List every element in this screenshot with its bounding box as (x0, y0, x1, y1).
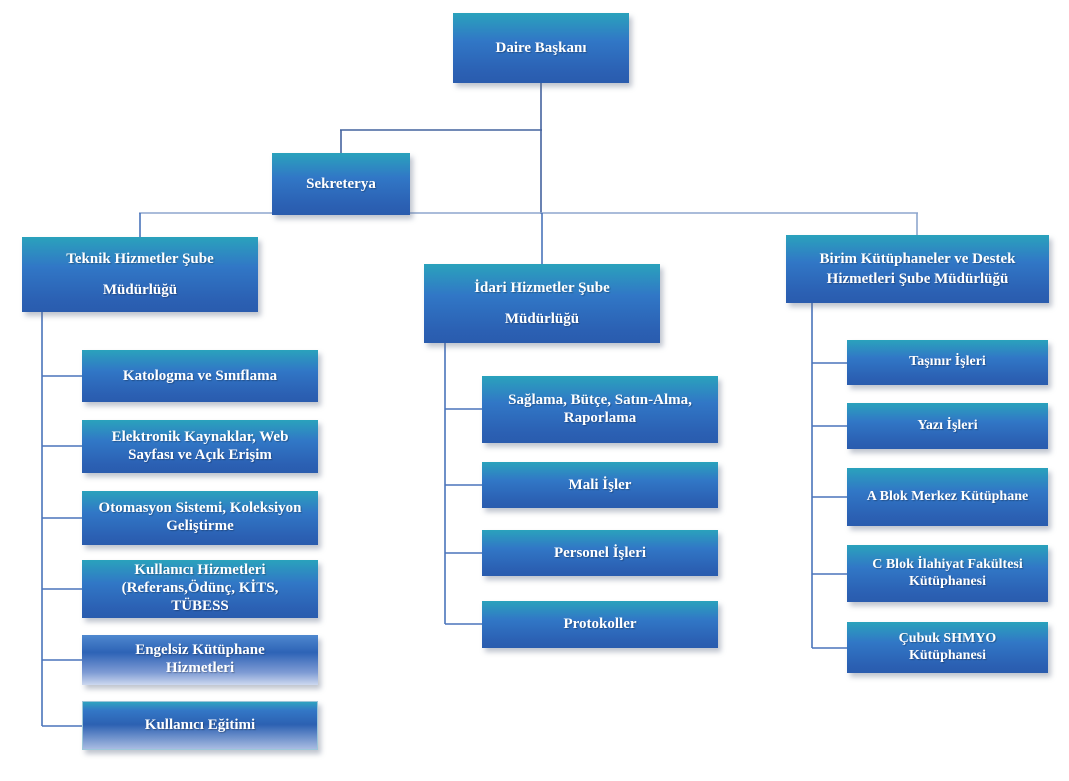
org-node-label: Çubuk SHMYO (898, 630, 997, 646)
org-node-label: Sağlama, Bütçe, Satın-Alma, (508, 391, 692, 408)
org-node-mali-isler: Mali İşler (482, 462, 718, 508)
org-node-label: C Blok İlahiyat Fakültesi (872, 556, 1023, 572)
org-node-label: Hizmetleri (165, 660, 235, 676)
org-node-label: Sayfası ve Açık Erişim (128, 446, 272, 463)
org-node-label: İdari Hizmetler Şube (474, 279, 610, 296)
org-node-label: (Referans,Ödünç, KİTS, (121, 580, 279, 597)
org-node-label: Müdürlüğü (504, 310, 580, 327)
org-node-label: Kütüphanesi (908, 573, 987, 589)
org-node-label: Müdürlüğü (102, 281, 178, 298)
org-node-label: Taşınır İşleri (909, 354, 986, 370)
org-node-label: Sekreterya (306, 175, 376, 192)
org-node-label: Protokoller (563, 616, 637, 633)
org-node-label: Kütüphanesi (908, 647, 987, 663)
org-node-kullanici-egitimi: Kullanıcı Eğitimi (82, 701, 318, 750)
org-node-label: Birim Kütüphaneler ve Destek (819, 250, 1016, 267)
org-node-sekreterya: Sekreterya (272, 153, 410, 215)
org-node-katologma-ve-siniflama: Katologma ve Sınıflama (82, 350, 318, 402)
org-node-yazi-isleri: Yazı İşleri (847, 403, 1048, 449)
org-node-label: Kullanıcı Eğitimi (144, 717, 256, 734)
org-node-daire-baskani: Daire Başkanı (453, 13, 629, 83)
org-node-a-blok-merkez-kutuphane: A Blok Merkez Kütüphane (847, 468, 1048, 526)
org-node-saglama-butce-satin-alma: Sağlama, Bütçe, Satın-Alma,Raporlama (482, 376, 718, 443)
org-node-label: Personel İşleri (553, 544, 647, 561)
org-node-tasinir-isleri: Taşınır İşleri (847, 340, 1048, 385)
org-node-personel-isleri: Personel İşleri (482, 530, 718, 576)
org-node-label: Elektronik Kaynaklar, Web (111, 428, 289, 445)
org-node-label: Yazı İşleri (917, 417, 978, 433)
org-node-label: Mali İşler (568, 476, 632, 493)
org-node-kullanici-hizmetleri: Kullanıcı Hizmetleri(Referans,Ödünç, KİT… (82, 560, 318, 618)
org-node-label: Daire Başkanı (495, 39, 587, 56)
org-node-label: Teknik Hizmetler Şube (66, 250, 214, 267)
org-node-label: Raporlama (563, 409, 637, 426)
org-node-label: TÜBESS (171, 597, 229, 614)
org-node-label: Kullanıcı Hizmetleri (134, 562, 266, 579)
org-node-label: Otomasyon Sistemi, Koleksiyon (98, 500, 302, 517)
org-node-label: Hizmetleri Şube Müdürlüğü (826, 271, 1009, 287)
org-node-label: Engelsiz Kütüphane (135, 642, 265, 659)
org-node-label: Katologma ve Sınıflama (122, 367, 278, 384)
org-node-label: Geliştirme (166, 518, 234, 534)
org-node-label: A Blok Merkez Kütüphane (866, 488, 1029, 504)
org-node-protokoller: Protokoller (482, 601, 718, 648)
